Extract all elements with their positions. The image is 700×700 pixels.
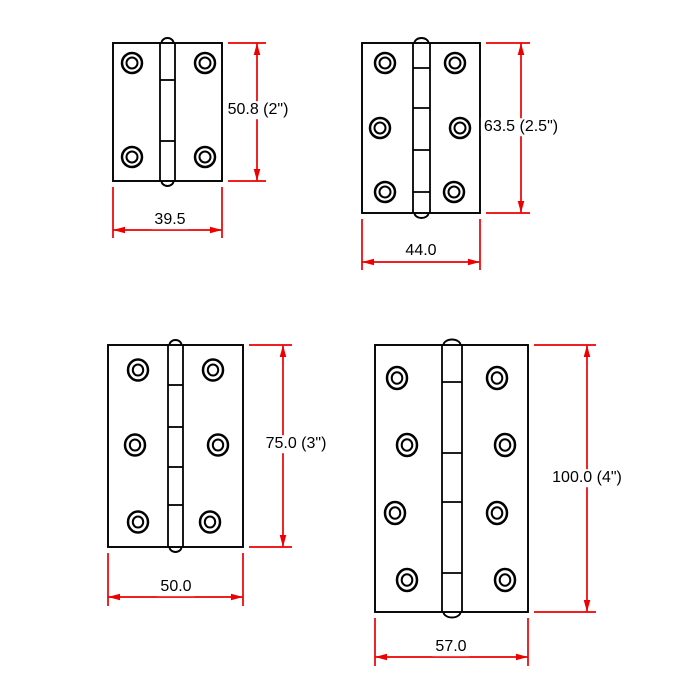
width-dimension-label: 44.0 (402, 242, 440, 260)
hinge-2-inch-width-dimension (112, 187, 223, 238)
screw-hole (485, 365, 509, 391)
screw-hole (443, 51, 467, 75)
hinge-leaf-outline (112, 42, 223, 182)
screw-hole (385, 365, 409, 391)
pin-top-cap (168, 339, 183, 346)
hinge-2p5-inch (361, 37, 481, 219)
pin-bottom-cap (413, 212, 430, 219)
screw-hole (373, 180, 397, 204)
pin-top-cap (442, 338, 462, 346)
pin-bottom-cap (160, 180, 175, 187)
dimension-arrowhead-icon (516, 653, 528, 661)
dimension-arrowhead-icon (583, 600, 591, 612)
hinge-leaf-outline (374, 344, 529, 613)
screw-hole (493, 567, 517, 593)
dimension-arrowhead-icon (279, 345, 287, 357)
hinge-4-inch (374, 338, 529, 619)
screw-hole (206, 433, 230, 457)
screw-hole (442, 180, 466, 204)
height-dimension-label: 63.5 (2.5") (480, 118, 562, 136)
hinge-leaf-outline (361, 42, 481, 214)
hinge-4-inch-width-dimension (374, 618, 529, 666)
screw-hole (123, 433, 147, 457)
width-dimension-label: 39.5 (151, 211, 189, 229)
screw-hole (193, 145, 217, 169)
screw-hole (395, 567, 419, 593)
pin-top-cap (413, 37, 430, 44)
dimension-arrowhead-icon (113, 226, 125, 234)
width-dimension-label: 57.0 (432, 638, 470, 656)
dimension-arrowhead-icon (375, 653, 387, 661)
height-dimension-label: 100.0 (4") (549, 469, 625, 487)
screw-hole (493, 432, 517, 458)
hinge-leaf-outline (107, 344, 244, 548)
dimension-arrowhead-icon (253, 169, 261, 181)
screw-hole (193, 51, 217, 75)
screw-hole (201, 358, 225, 382)
screw-hole (373, 51, 397, 75)
screw-hole (383, 500, 407, 526)
width-dimension-label: 50.0 (157, 578, 195, 596)
dimension-arrowhead-icon (517, 201, 525, 213)
dimension-arrowhead-icon (583, 345, 591, 357)
hinge-2-inch (112, 37, 223, 187)
height-dimension-label: 50.8 (2") (224, 101, 292, 119)
screw-hole (198, 510, 222, 534)
pin-bottom-cap (168, 546, 183, 553)
dimension-arrowhead-icon (210, 226, 222, 234)
hinge-2p5-inch-width-dimension (361, 219, 481, 270)
dimension-arrowhead-icon (253, 43, 261, 55)
dimension-arrowhead-icon (108, 593, 120, 601)
dimension-arrowhead-icon (279, 535, 287, 547)
screw-hole (485, 500, 509, 526)
screw-hole (368, 116, 392, 140)
dimension-arrowhead-icon (468, 258, 480, 266)
screw-hole (448, 116, 472, 140)
screw-hole (395, 432, 419, 458)
pin-top-cap (160, 37, 175, 44)
screw-hole (120, 51, 144, 75)
dimension-arrowhead-icon (517, 43, 525, 55)
dimension-arrowhead-icon (362, 258, 374, 266)
screw-hole (120, 145, 144, 169)
pin-bottom-cap (442, 611, 462, 619)
dimension-arrowhead-icon (231, 593, 243, 601)
hinge-3-inch-width-dimension (107, 553, 244, 606)
height-dimension-label: 75.0 (3") (262, 435, 330, 453)
screw-hole (126, 510, 150, 534)
hinge-3-inch (107, 339, 244, 553)
screw-hole (126, 358, 150, 382)
